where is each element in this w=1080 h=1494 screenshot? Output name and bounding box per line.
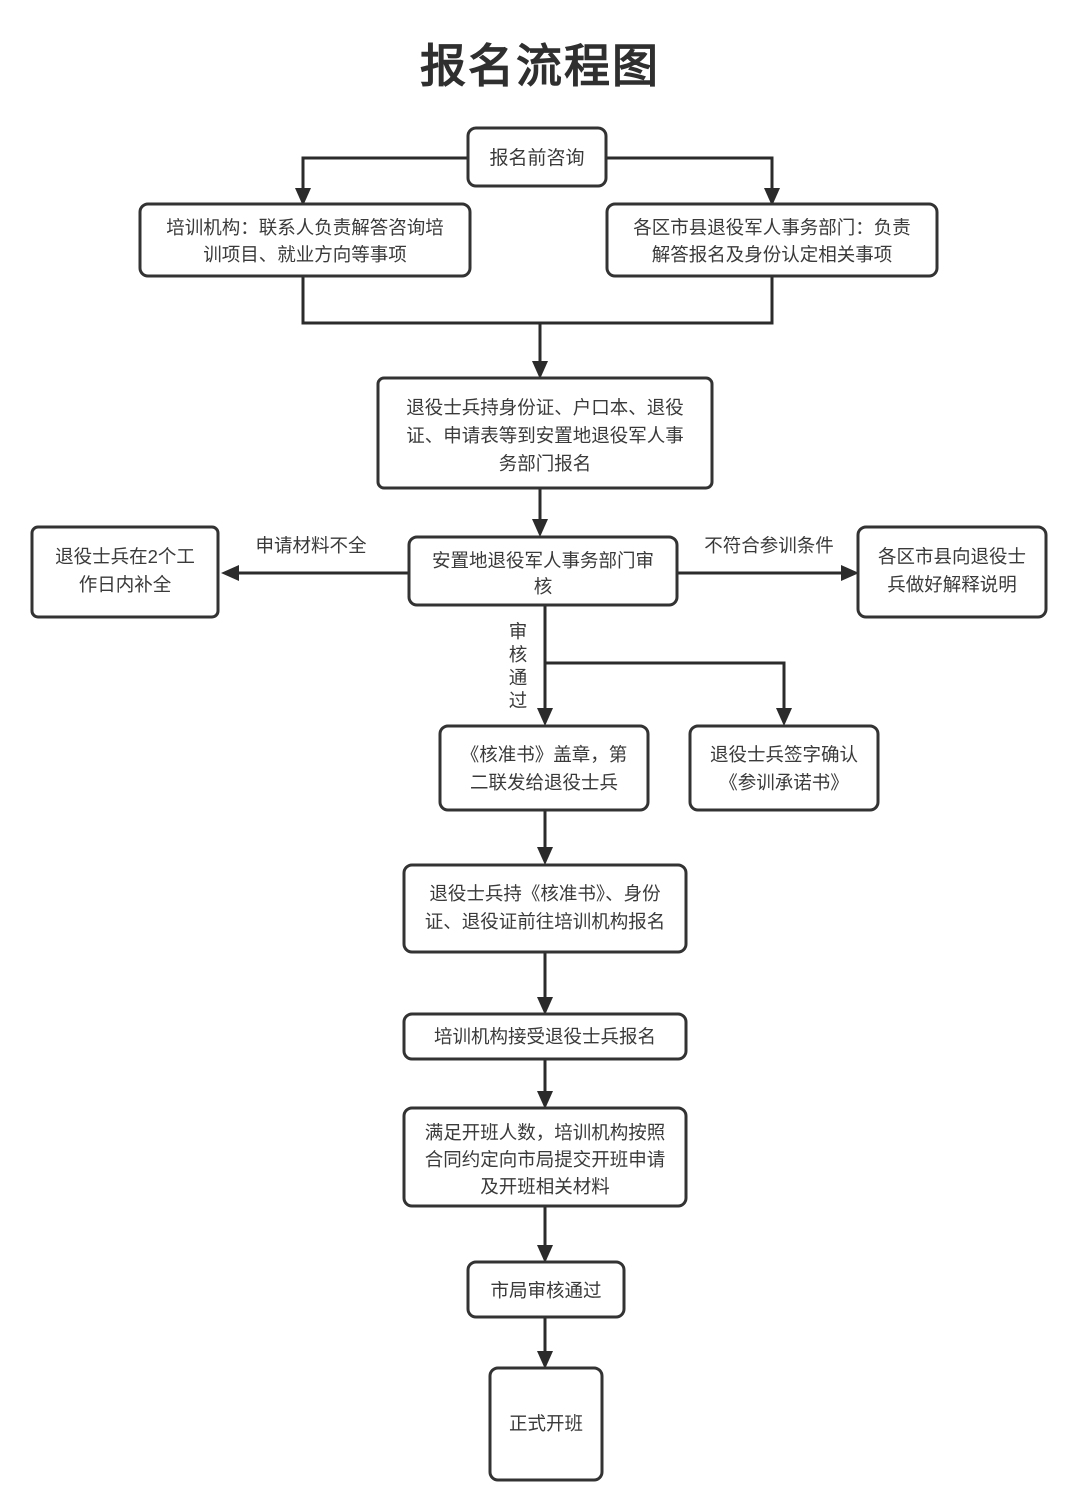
edge-merge-bus [301,275,774,325]
node-veteran-register-at-institution[interactable]: 退役士兵持《核准书》、身份 证、退役证前往培训机构报名 [402,863,688,954]
arrowhead-n8-n10 [537,847,553,865]
node-box[interactable] [138,202,472,278]
node-label-line-1: 退役士兵在2个工 [55,546,195,567]
node-box[interactable] [605,202,939,278]
node-district-veterans-affairs-dept[interactable]: 各区市县退役军人事务部门：负责 解答报名及身份认定相关事项 [605,202,939,278]
arrowhead-n4-n6 [532,519,548,537]
node-municipal-bureau-approved[interactable]: 市局审核通过 [466,1260,626,1319]
node-label-line-2: 二联发给退役士兵 [470,772,618,793]
node-complete-within-2-days[interactable]: 退役士兵在2个工 作日内补全 [30,525,220,619]
arrowhead-n6-n7 [841,565,859,581]
node-label-line-1: 各区市县退役军人事务部门：负责 [633,217,911,238]
node-box[interactable] [466,1260,626,1319]
node-label-line-1: 安置地退役军人事务部门审 [432,550,654,571]
edge-label-approved: 审 核 通 过 [509,621,528,711]
node-label-line-2: 核 [534,576,553,597]
node-box[interactable] [466,126,608,188]
edge-label-approved-char-2: 核 [509,644,528,665]
node-label-line-1: 《核准书》盖章，第 [461,744,628,765]
node-label-line-2: 兵做好解释说明 [887,574,1017,595]
node-label-line-2: 训项目、就业方向等事项 [203,244,407,265]
node-label: 培训机构接受退役士兵报名 [434,1026,656,1047]
node-resettlement-dept-review[interactable]: 安置地退役军人事务部门审 核 [407,535,679,607]
node-sign-training-commitment[interactable]: 退役士兵签字确认 《参训承诺书》 [688,724,880,812]
node-label-line-1: 培训机构：联系人负责解答咨询培 [166,217,444,238]
node-label-line-2: 合同约定向市局提交开班申请 [425,1149,666,1170]
arrowhead-n6-n8 [537,708,553,726]
page-title: 报名流程图 [420,40,660,92]
edge-label-not-qualified: 不符合参训条件 [704,535,834,556]
node-institution-accepts-registration[interactable]: 培训机构接受退役士兵报名 [402,1012,688,1061]
node-box[interactable] [402,1106,688,1208]
arrowhead-n6-n5 [221,565,239,581]
node-box[interactable] [376,376,714,490]
node-label-line-2: 作日内补全 [79,574,172,595]
edge-label-approved-char-3: 通 [509,667,528,688]
node-box[interactable] [688,724,880,812]
edge-n6-to-n9 [545,661,786,712]
node-box[interactable] [407,535,679,607]
node-label-line-2: 证、申请表等到安置地退役军人事 [406,425,684,446]
node-class-officially-starts[interactable]: 正式开班 [488,1366,604,1482]
arrowhead-n1-n3 [764,188,780,206]
node-label-line-1: 满足开班人数，培训机构按照 [425,1122,666,1143]
node-label-line-2: 《参训承诺书》 [719,772,849,793]
node-label: 报名前咨询 [489,147,584,169]
node-box[interactable] [402,1012,688,1061]
node-box[interactable] [488,1366,604,1482]
node-district-explain-to-veteran[interactable]: 各区市县向退役士 兵做好解释说明 [856,525,1048,619]
arrowhead-n6-n9 [776,708,792,726]
arrowhead-merge-n4 [532,361,548,379]
edge-labels-group: 申请材料不全 不符合参训条件 审 核 通 过 [255,535,833,711]
edge-n1-to-n2 [301,156,468,192]
node-label-line-1: 各区市县向退役士 [878,546,1026,567]
node-label-line-2: 证、退役证前往培训机构报名 [425,911,666,932]
node-label-line-1: 退役士兵持《核准书》、身份 [429,883,660,904]
node-box[interactable] [30,525,220,619]
arrowhead-n10-n11 [537,997,553,1015]
edge-label-approved-char-1: 审 [509,621,528,642]
edge-label-incomplete-materials: 申请材料不全 [255,535,367,556]
node-training-institution-contact[interactable]: 培训机构：联系人负责解答咨询培 训项目、就业方向等事项 [138,202,472,278]
node-submit-class-opening-application[interactable]: 满足开班人数，培训机构按照 合同约定向市局提交开班申请 及开班相关材料 [402,1106,688,1208]
node-label-line-3: 及开班相关材料 [480,1176,610,1197]
node-label-line-3: 务部门报名 [499,453,592,474]
node-label: 正式开班 [509,1413,583,1434]
arrowhead-n12-n13 [537,1245,553,1263]
node-label-line-1: 退役士兵签字确认 [710,744,858,765]
edge-n1-to-n3 [605,156,774,192]
node-box[interactable] [438,724,650,812]
node-stamp-approval-letter[interactable]: 《核准书》盖章，第 二联发给退役士兵 [438,724,650,812]
node-box[interactable] [856,525,1048,619]
node-label-line-2: 解答报名及身份认定相关事项 [652,244,893,265]
node-label-line-1: 退役士兵持身份证、户口本、退役 [406,397,684,418]
arrowhead-n13-n14 [537,1351,553,1369]
node-pre-registration-consultation[interactable]: 报名前咨询 [466,126,608,188]
arrowhead-n1-n2 [295,188,311,206]
edges-group [221,156,859,1369]
node-veteran-submit-documents[interactable]: 退役士兵持身份证、户口本、退役 证、申请表等到安置地退役军人事 务部门报名 [376,376,714,490]
node-label: 市局审核通过 [490,1280,601,1301]
arrowhead-n11-n12 [537,1091,553,1109]
node-box[interactable] [402,863,688,954]
edge-label-approved-char-4: 过 [509,690,528,711]
